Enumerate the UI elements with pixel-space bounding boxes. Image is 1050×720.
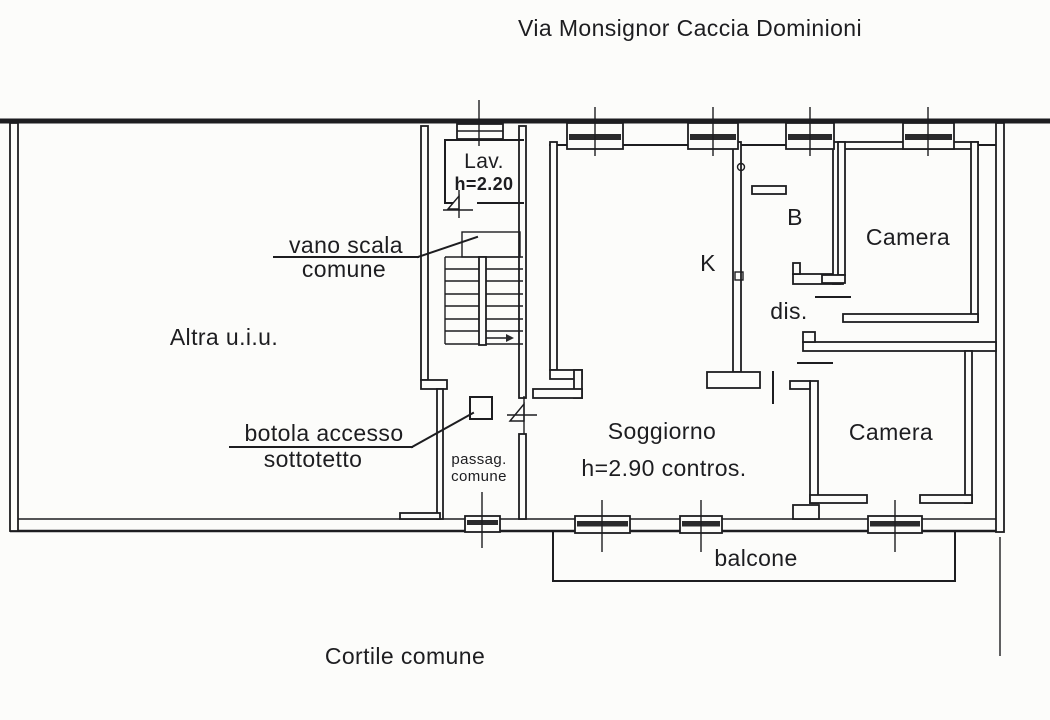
kitchen-bath-wall-foot xyxy=(706,371,761,389)
balcone-label: balcone xyxy=(714,545,797,571)
botola-label-line2: sottotetto xyxy=(264,446,363,472)
vano-scala-leader-line xyxy=(416,235,479,259)
camera-top-west-wall xyxy=(837,141,846,276)
cortile-label: Cortile comune xyxy=(325,643,485,669)
right-exterior-wall xyxy=(995,122,1005,533)
door-symbol xyxy=(464,492,501,548)
french-window-symbol xyxy=(867,500,923,552)
balcony-outline xyxy=(552,531,956,582)
camera-bottom-east-wall xyxy=(964,350,973,504)
kitchen-bath-wall xyxy=(732,141,742,373)
bath-bottom-wall-lip xyxy=(792,262,801,275)
passag-left-wall xyxy=(436,388,444,520)
street-label: Via Monsignor Caccia Dominioni xyxy=(518,15,862,41)
french-window-symbol xyxy=(574,500,631,552)
altra-uiu-label: Altra u.i.u. xyxy=(170,324,278,350)
lav-label: Lav. xyxy=(464,150,504,173)
camera-bottom-west-jamb xyxy=(789,380,811,390)
stair-direction-arrowhead xyxy=(506,334,514,342)
camera-bottom-label: Camera xyxy=(849,419,933,445)
camera-bottom-south-wall-left xyxy=(809,494,868,504)
staircase xyxy=(444,231,523,346)
bath-fixture-square xyxy=(734,271,744,281)
left-exterior-wall xyxy=(9,122,19,532)
exterior-walls xyxy=(0,118,1050,533)
passag-label-line1: passag. xyxy=(451,451,506,468)
lav-door-leaf-icon xyxy=(446,194,460,210)
camera-bottom-west-wall xyxy=(809,380,819,504)
bath-fixture-circle xyxy=(736,162,746,172)
dis-label: dis. xyxy=(770,298,807,324)
altra-stair-wall-foot xyxy=(420,379,448,390)
passag-threshold-bar xyxy=(399,512,441,520)
zone-divider-wall xyxy=(802,341,997,352)
entry-door-leaf-icon xyxy=(508,402,525,422)
annotation-lines xyxy=(229,235,479,449)
window-symbol xyxy=(456,100,504,146)
zone-divider-wall-hook xyxy=(802,331,816,343)
french-window-symbol xyxy=(679,500,723,552)
vano-scala-label-line1: vano scala xyxy=(289,232,403,258)
vano-scala-label-line2: comune xyxy=(302,256,386,282)
stair-shaft-right-wall-upper xyxy=(518,125,527,399)
passag-label-line2: comune xyxy=(451,468,507,485)
lav-room xyxy=(444,139,524,204)
stair-stringer xyxy=(478,256,487,346)
street-wall-windows xyxy=(456,100,955,156)
bath-label: B xyxy=(787,204,803,230)
bath-door-jamb xyxy=(751,185,787,195)
soggiorno-height-label: h=2.90 contros. xyxy=(581,455,746,481)
window-symbol xyxy=(902,107,955,156)
soggiorno-left-wall xyxy=(549,141,558,371)
window-symbol xyxy=(687,107,739,156)
kitchen-label: K xyxy=(700,250,716,276)
lav-height-label: h=2.20 xyxy=(455,174,514,194)
botola-hatch-square xyxy=(469,396,493,420)
balcony xyxy=(552,531,956,582)
botola-leader-line xyxy=(410,411,475,449)
door-symbols xyxy=(443,190,537,434)
window-symbol xyxy=(566,107,624,156)
stair-shaft-right-wall-lower xyxy=(518,433,527,520)
courtyard-wall-openings xyxy=(464,492,923,552)
wall-pillar-bump xyxy=(792,504,820,520)
botola-label-line1: botola accesso xyxy=(244,420,403,446)
camera-top-south-wall xyxy=(842,313,979,323)
soggiorno-label: Soggiorno xyxy=(608,418,716,444)
stair-landing xyxy=(461,231,521,258)
camera-top-west-wall-step xyxy=(821,274,846,284)
labels: Via Monsignor Caccia Dominioni Lav. h=2.… xyxy=(170,15,950,669)
camera-top-label: Camera xyxy=(866,224,950,250)
camera-bottom-south-wall-right xyxy=(919,494,973,504)
soggiorno-left-wall-foot-c xyxy=(532,388,583,399)
interior-walls xyxy=(399,125,997,520)
window-symbol xyxy=(785,107,835,156)
camera-top-east-wall xyxy=(970,141,979,323)
